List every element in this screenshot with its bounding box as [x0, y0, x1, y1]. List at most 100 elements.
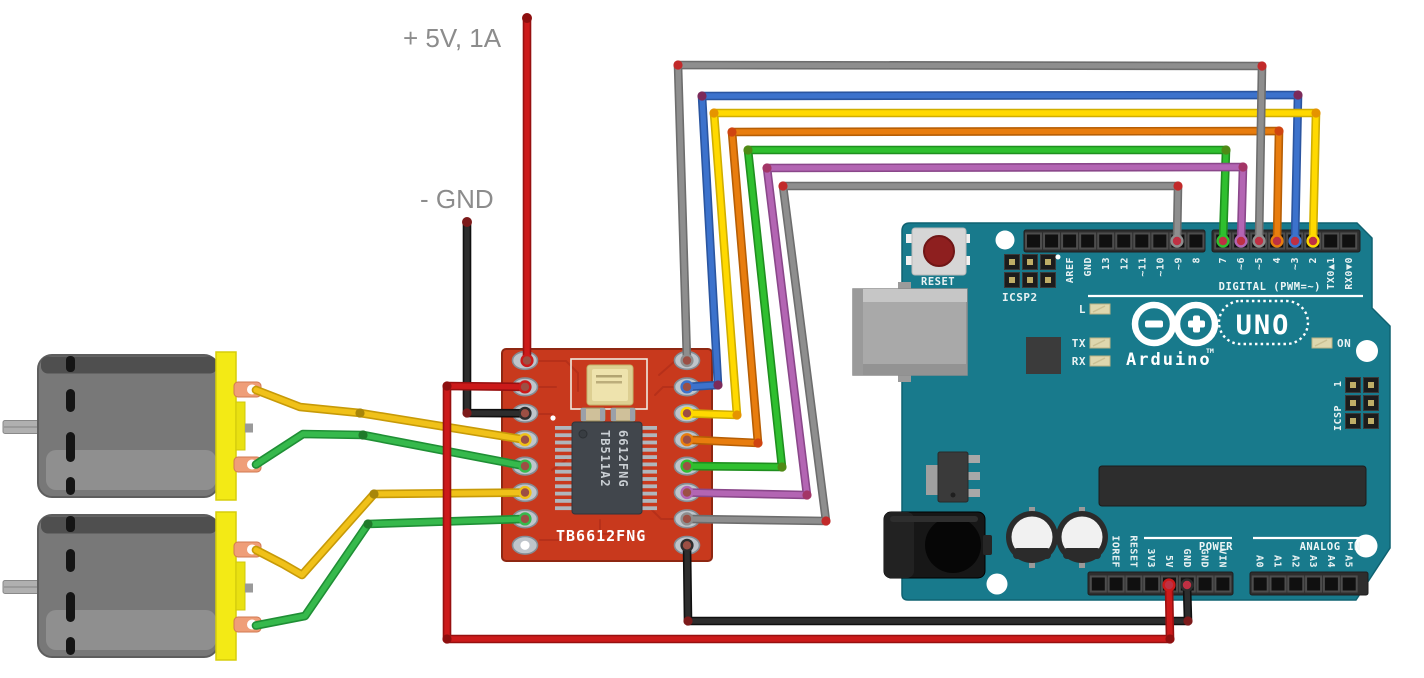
pin-~10[interactable] — [1151, 232, 1169, 250]
ic-pin — [555, 491, 572, 496]
wire-yellow-d2-bendpoint[interactable] — [732, 410, 742, 420]
pin-3V3[interactable] — [1143, 575, 1161, 593]
wire-green-d7-bendpoint[interactable] — [1221, 145, 1231, 155]
wire-black-gnd-loop-bendpoint[interactable] — [1183, 616, 1193, 626]
wire-purple-d6[interactable] — [680, 162, 1248, 500]
pin-A5[interactable] — [1340, 575, 1358, 593]
pin-8[interactable] — [1187, 232, 1205, 250]
pin-GND[interactable] — [1079, 232, 1097, 250]
led-l-label: L — [1079, 303, 1086, 316]
wire-red-5v-loop-bendpoint[interactable] — [442, 381, 452, 391]
pin-label-IOREF: IOREF — [1110, 535, 1121, 568]
wire-black-gnd-in-endpoint[interactable] — [462, 217, 472, 227]
pin-label-A1: A1 — [1272, 555, 1283, 568]
wire-yellow-d2[interactable] — [680, 108, 1321, 420]
barrel-jack — [883, 511, 992, 579]
ic-pin — [555, 506, 572, 511]
pin-power-nc0[interactable] — [1089, 575, 1107, 593]
pin-A1[interactable] — [1269, 575, 1287, 593]
pin-label-~9: ~9 — [1173, 257, 1184, 270]
wire-gray-d5-bendpoint[interactable] — [673, 60, 683, 70]
power-caption: POWER — [1199, 541, 1233, 553]
reset-button[interactable] — [906, 227, 970, 276]
wire-gray-d9-bendpoint[interactable] — [821, 516, 831, 526]
led-rx — [1089, 355, 1111, 367]
wire-black-gnd-in-bendpoint[interactable] — [462, 408, 472, 418]
ic-pin — [555, 499, 572, 503]
motor1-wire-green-bendpoint[interactable] — [358, 430, 368, 440]
motor1-wire-yellow-bendpoint[interactable] — [355, 408, 365, 418]
wire-gray-d9-bendpoint[interactable] — [778, 181, 788, 191]
wire-red-5v-loop-bendpoint[interactable] — [1165, 634, 1175, 644]
wire-red-5v-loop[interactable] — [442, 380, 1176, 644]
pin-A4[interactable] — [1322, 575, 1340, 593]
motor1-wire-yellow[interactable] — [251, 385, 532, 447]
wire-orange-d4-bendpoint[interactable] — [1274, 126, 1284, 136]
logo-infinity-right — [1173, 301, 1219, 347]
driver-pads[interactable] — [511, 350, 701, 555]
wires-layer — [251, 13, 1321, 644]
wire-yellow-d2-bendpoint[interactable] — [1311, 108, 1321, 118]
wire-purple-d6-bendpoint[interactable] — [802, 490, 812, 500]
icsp2-header[interactable] — [1004, 254, 1056, 288]
pin-A3[interactable] — [1305, 575, 1323, 593]
pin-A0[interactable] — [1251, 575, 1269, 593]
pin-13[interactable] — [1097, 232, 1115, 250]
wire-black-gnd-in[interactable] — [462, 217, 532, 420]
wire-blue-d3[interactable] — [680, 90, 1303, 394]
wire-purple-d6-bendpoint[interactable] — [762, 163, 772, 173]
pin-label-RESET: RESET — [1127, 535, 1138, 568]
motor2-wire-green-bendpoint[interactable] — [363, 519, 373, 529]
wire-green-d7-bendpoint[interactable] — [743, 145, 753, 155]
wire-orange-d4-bendpoint[interactable] — [727, 127, 737, 137]
pin-digital-nc1[interactable] — [1043, 232, 1061, 250]
pin-A2[interactable] — [1287, 575, 1305, 593]
dc-motor-2[interactable] — [2, 511, 262, 661]
wire-gray-d9[interactable] — [680, 181, 1184, 526]
wire-red-5v-in[interactable] — [520, 13, 534, 368]
unused-pad-hole — [520, 540, 530, 550]
icsp-header[interactable] — [1345, 377, 1379, 429]
motor1-wire-yellow-core — [253, 387, 528, 443]
pin-12[interactable] — [1115, 232, 1133, 250]
pin-VIN[interactable] — [1214, 575, 1232, 593]
pin-TX01[interactable] — [1322, 232, 1340, 250]
wire-black-gnd-loop[interactable] — [680, 538, 1194, 626]
wire-red-5v-in-endpoint[interactable] — [522, 13, 532, 23]
wire-green-d7[interactable] — [680, 145, 1231, 473]
arduino-brand-label: Arduino — [1126, 350, 1212, 370]
wire-black-gnd-loop-bendpoint[interactable] — [683, 616, 693, 626]
wire-red-5v-loop-bendpoint[interactable] — [442, 634, 452, 644]
pin-~11[interactable] — [1133, 232, 1151, 250]
icsp-pin1-label: 1 — [1333, 380, 1344, 387]
wire-yellow-d2-bendpoint[interactable] — [709, 108, 719, 118]
arduino-tm: TM — [1206, 347, 1214, 355]
mounting-hole — [1356, 340, 1378, 362]
wire-blue-d3-bendpoint[interactable] — [1293, 90, 1303, 100]
pin-IOREF[interactable] — [1107, 575, 1125, 593]
pin-RX00[interactable] — [1340, 232, 1358, 250]
motor2-yellow-cap — [215, 511, 237, 661]
pin-digital-nc0[interactable] — [1025, 232, 1042, 250]
motor2-wire-yellow[interactable] — [251, 485, 532, 580]
led-tx — [1089, 337, 1111, 349]
wire-purple-d6-bendpoint[interactable] — [1238, 162, 1248, 172]
pin-AREF[interactable] — [1061, 232, 1079, 250]
dc-motor-1[interactable] — [2, 351, 262, 501]
wire-gray-d5[interactable] — [673, 60, 1267, 368]
wire-blue-d3-bendpoint[interactable] — [713, 380, 723, 390]
pin-label-13: 13 — [1101, 257, 1112, 270]
tb6612fng-breakout-board[interactable]: TB511A2 6612FNG TB6612FNG — [501, 348, 713, 562]
wire-orange-d4-bendpoint[interactable] — [753, 438, 763, 448]
pin-RESET[interactable] — [1125, 575, 1143, 593]
motor2-wire-yellow-bendpoint[interactable] — [369, 489, 379, 499]
wire-gray-d9-bendpoint[interactable] — [1173, 181, 1183, 191]
wire-green-d7-bendpoint[interactable] — [777, 462, 787, 472]
pin-GND[interactable] — [1196, 575, 1214, 593]
motor1-wire-green-pad-dot — [520, 461, 530, 471]
arduino-uno-board[interactable]: RESET ICSP2 — [852, 222, 1391, 601]
wire-gray-d5-bendpoint[interactable] — [1257, 61, 1267, 71]
wire-orange-d4[interactable] — [680, 126, 1284, 448]
wire-blue-d3-bendpoint[interactable] — [697, 91, 707, 101]
